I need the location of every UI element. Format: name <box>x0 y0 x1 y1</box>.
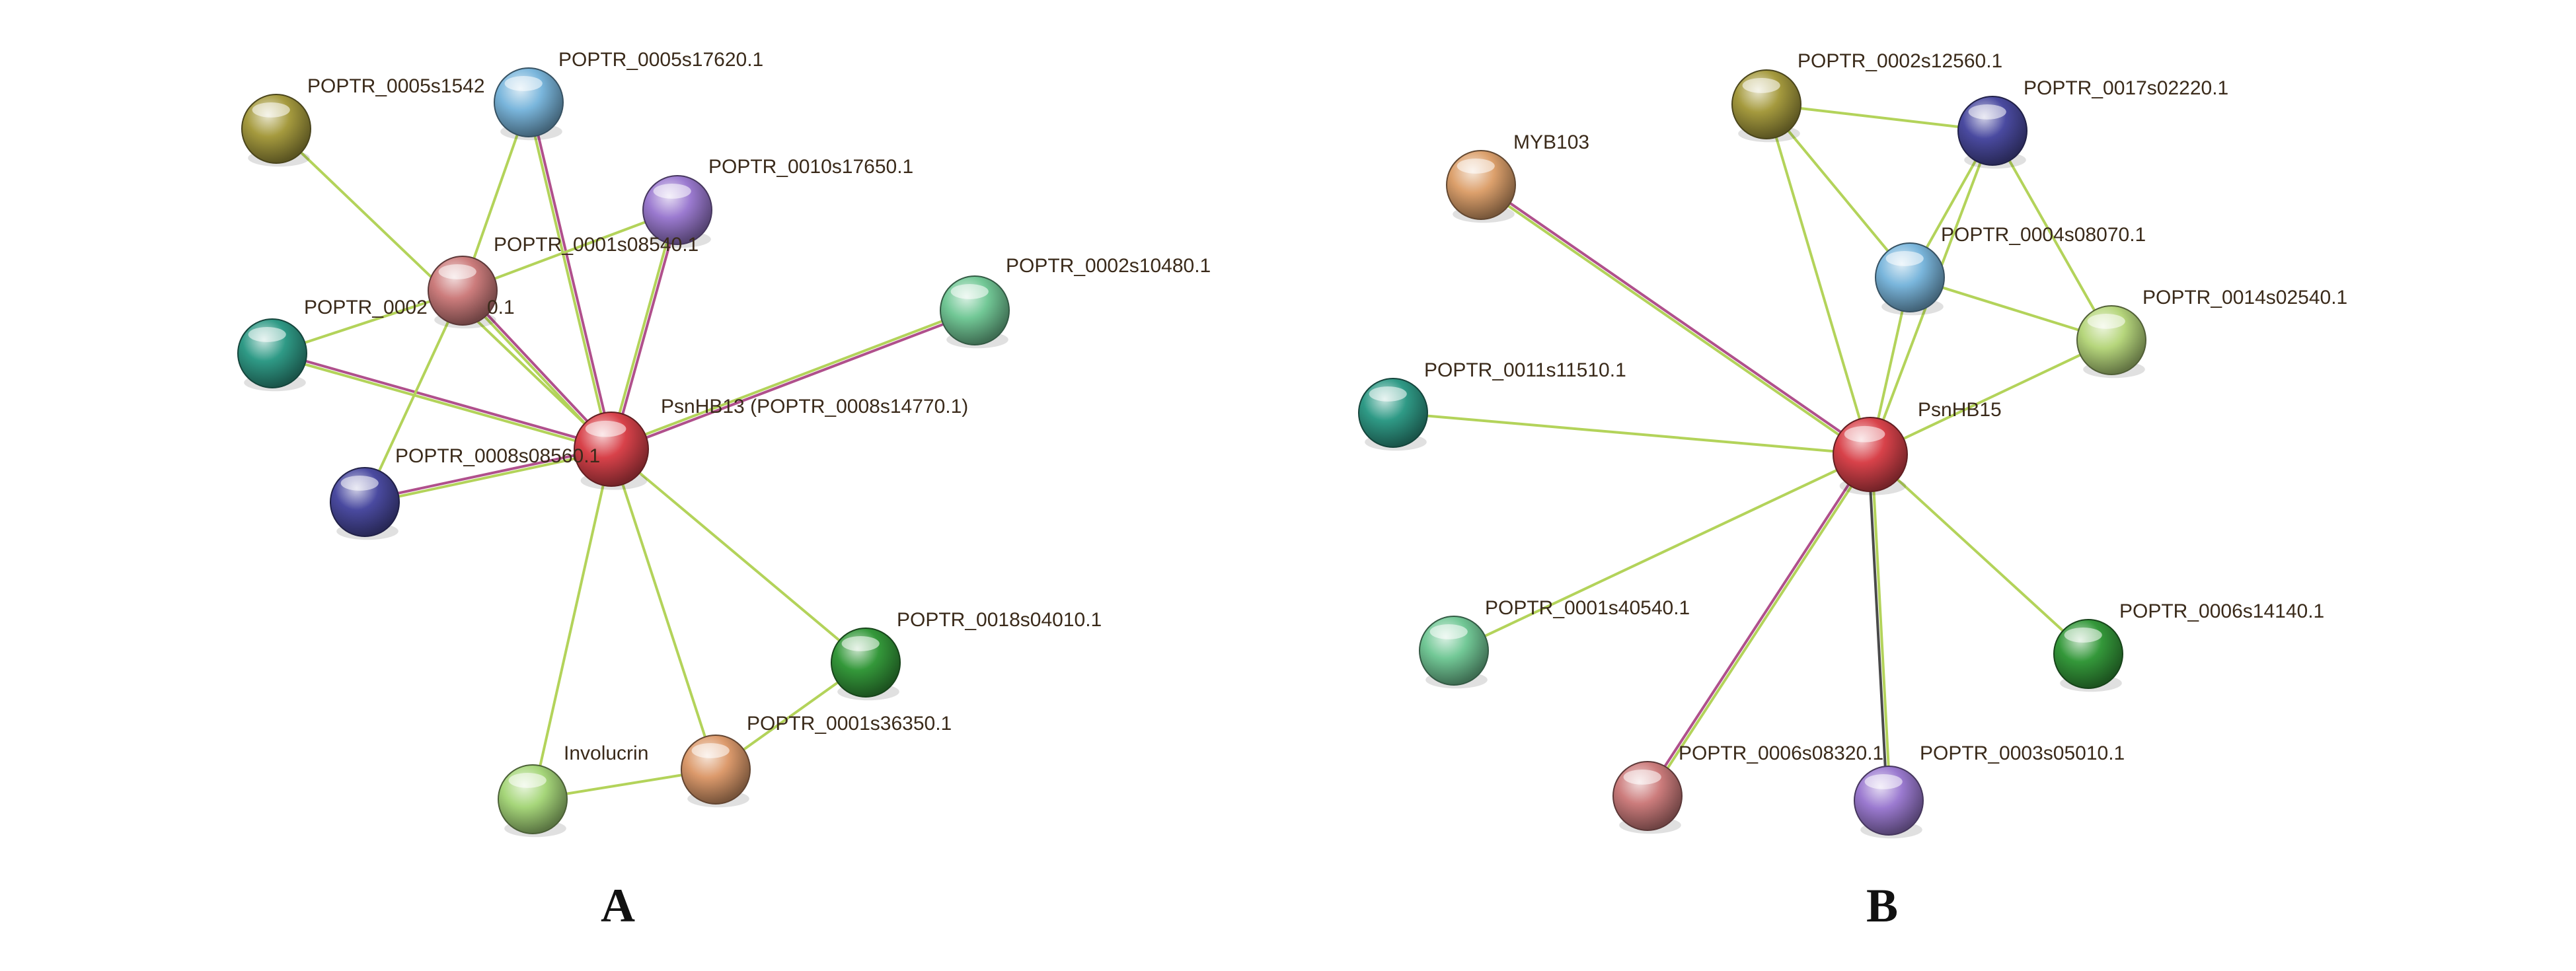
node-highlight <box>1885 250 1924 266</box>
edge-hub-s08320-green <box>1648 454 1874 799</box>
edge-hub-myb-green <box>1478 185 1871 458</box>
edge-hub-s11510-green <box>1392 412 1872 456</box>
node-highlight <box>1844 425 1885 443</box>
edge-hub-s17650-green <box>608 208 677 450</box>
edge-hub-s10480-purple <box>610 310 977 452</box>
panel-b-network: PsnHB15 MYB103 POPTR_0002s12560.1POPTR_001… <box>1358 50 2347 932</box>
node-label-s17650: POPTR_0010s17650.1 <box>708 156 913 178</box>
edge-hub-s17620-purple <box>529 100 615 450</box>
node-highlight <box>2064 627 2102 643</box>
node-label-suffix-s0002x: 0.1 <box>487 297 515 318</box>
node-label-s10480: POPTR_0002s10480.1 <box>1006 255 1211 277</box>
node-label-myb: MYB103 <box>1513 131 1589 153</box>
node-highlight <box>248 326 286 342</box>
edge-hub-s08560-purple <box>363 446 613 502</box>
edge-hub-s17650-purple <box>611 209 681 451</box>
node-label-s0002x: POPTR_0002 <box>304 297 428 318</box>
edge-s02220-s02540-green <box>1991 129 2113 342</box>
node-label-s11510: POPTR_0011s11510.1 <box>1424 359 1626 381</box>
node-highlight <box>950 283 989 299</box>
edge-hub-s12560-green <box>1765 103 1872 456</box>
edge-s12560-s02220-green <box>1765 103 1994 132</box>
node-highlight <box>1369 386 1407 402</box>
edge-hub-s02540-green <box>1869 339 2113 456</box>
node-highlight <box>2087 313 2125 329</box>
node-highlight <box>585 420 626 437</box>
panel-a-labels: PsnHB13 (POPTR_0008s14770.1) POPTR_0005s1… <box>304 49 1211 764</box>
panel-a-network: PsnHB13 (POPTR_0008s14770.1) POPTR_0005s1… <box>237 49 1211 932</box>
node-label-s14140: POPTR_0006s14140.1 <box>2119 600 2324 622</box>
edge-hub-s0002x-green <box>270 353 613 452</box>
panel-a-nodes <box>237 67 1010 838</box>
node-highlight <box>1457 158 1495 174</box>
edge-hub-s14140-green <box>1869 453 2090 655</box>
node-highlight <box>841 635 880 651</box>
edge-s08070-s02540-green <box>1909 276 2113 342</box>
panel-b-edges <box>1392 103 2113 803</box>
node-highlight <box>691 742 730 758</box>
node-label-s02220: POPTR_0017s02220.1 <box>2024 77 2228 99</box>
node-label-s05010: POPTR_0003s05010.1 <box>1920 742 2125 764</box>
edge-hub-s17620-green <box>525 101 611 451</box>
edge-hub-s05010-green <box>1870 452 1892 802</box>
node-highlight <box>1623 769 1661 785</box>
node-label-s08560: POPTR_0008s08560.1 <box>395 445 600 467</box>
panel-a-label: A <box>601 879 635 932</box>
edge-s08540-s08560-green <box>363 289 464 503</box>
node-label-s08320: POPTR_0006s08320.1 <box>1679 742 1883 764</box>
panel-b-labels: PsnHB15 MYB103 POPTR_0002s12560.1POPTR_001… <box>1424 50 2347 764</box>
edge-hub-s05010-dark <box>1867 453 1889 803</box>
node-label-s36350: POPTR_0001s36350.1 <box>747 713 952 735</box>
node-highlight <box>1429 624 1468 639</box>
edge-hub-myb-purple <box>1480 182 1873 454</box>
node-label-hub: PsnHB13 (POPTR_0008s14770.1) <box>661 396 968 417</box>
node-label-s12560: POPTR_0002s12560.1 <box>1798 50 2002 72</box>
node-highlight <box>252 102 290 118</box>
edge-hub-s04010-green <box>610 448 867 664</box>
node-highlight <box>508 772 547 788</box>
panel-b-label: B <box>1866 879 1898 932</box>
edge-s08540-s17650-green <box>461 209 679 292</box>
edge-s12560-s08070-green <box>1765 103 1911 279</box>
panel-b-nodes <box>1358 69 2146 839</box>
node-highlight <box>340 475 379 491</box>
node-label-s17620: POPTR_0005s17620.1 <box>558 49 763 71</box>
node-highlight <box>1742 77 1780 93</box>
node-label-s1542: POPTR_0005s1542 <box>307 75 485 97</box>
edge-hub-invol-green <box>531 448 613 801</box>
node-label-s40540: POPTR_0001s40540.1 <box>1485 597 1690 619</box>
node-highlight <box>653 183 691 199</box>
node-label-invol: Involucrin <box>564 742 648 764</box>
edge-hub-s0002x-purple <box>271 350 613 449</box>
node-highlight <box>438 264 476 279</box>
node-highlight <box>1968 104 2006 120</box>
node-label-hub: PsnHB15 <box>1918 399 2002 421</box>
node-label-s02540: POPTR_0014s02540.1 <box>2142 287 2347 308</box>
node-label-s08540: POPTR_0001s08540.1 <box>494 234 699 256</box>
node-highlight <box>1864 773 1903 789</box>
node-label-s04010: POPTR_0018s04010.1 <box>897 609 1102 631</box>
node-label-s08070: POPTR_0004s08070.1 <box>1941 224 2146 246</box>
edge-hub-s10480-green <box>609 307 976 449</box>
edge-hub-s08560-green <box>363 449 613 505</box>
edge-hub-s36350-green <box>610 448 717 771</box>
edge-hub-s08320-purple <box>1644 452 1870 797</box>
edge-hub-s40540-green <box>1453 453 1872 652</box>
node-highlight <box>504 75 543 91</box>
